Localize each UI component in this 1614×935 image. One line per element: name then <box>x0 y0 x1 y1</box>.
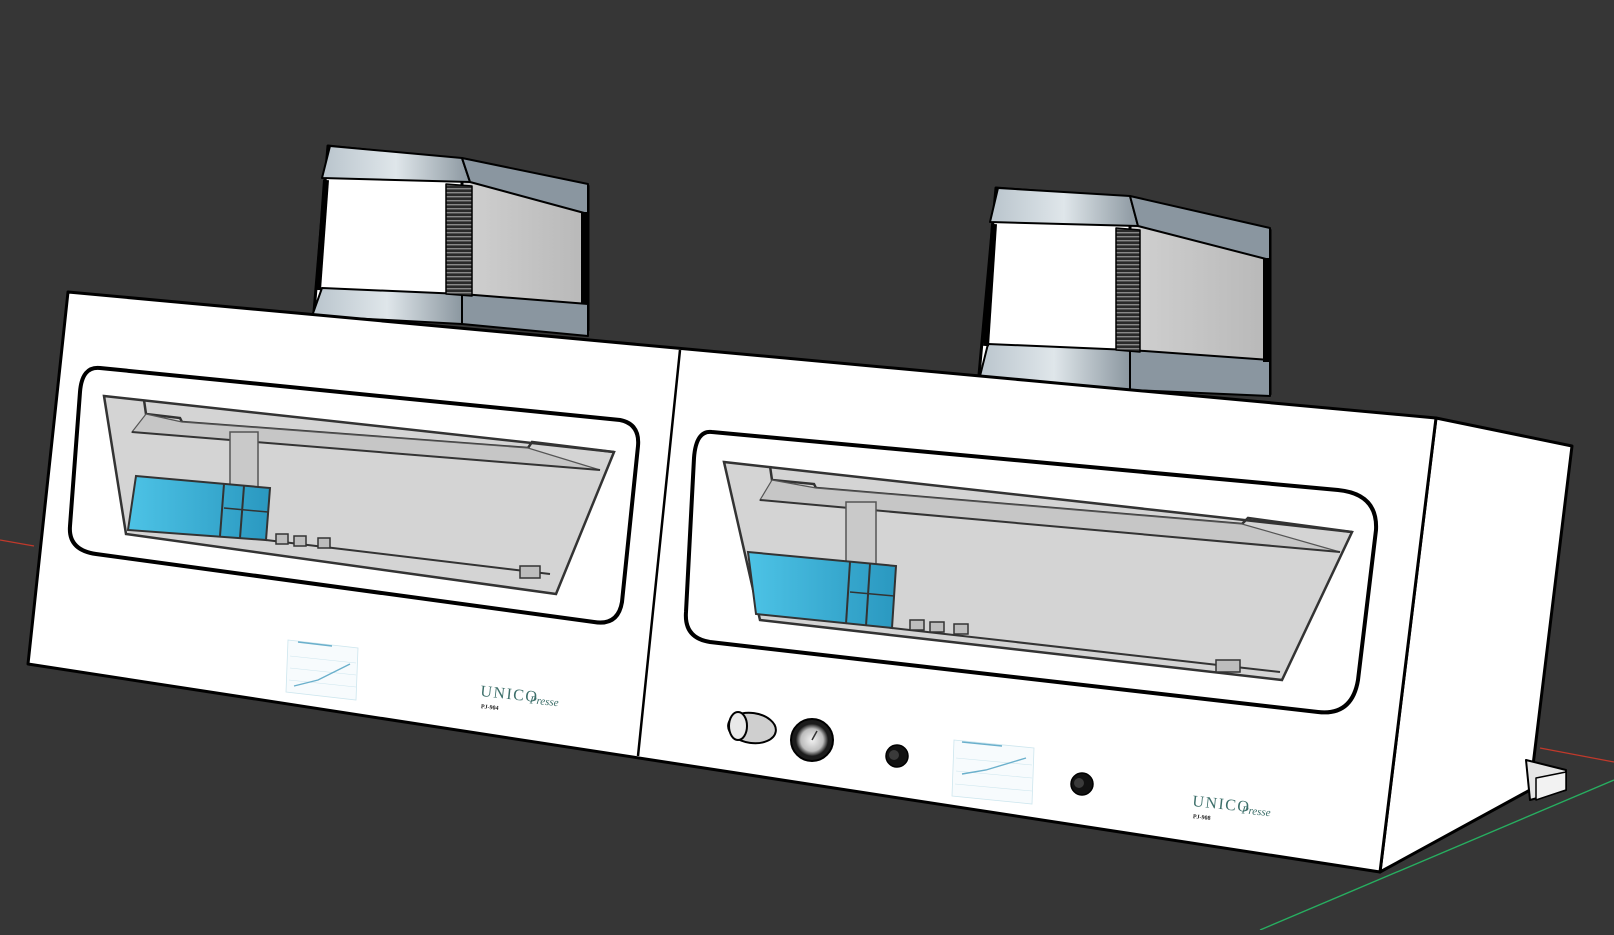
cartridge-left <box>126 474 272 542</box>
x-axis-line <box>1539 747 1614 763</box>
button-icon[interactable] <box>1070 772 1094 796</box>
y-axis-line <box>1259 779 1614 931</box>
axis-lines <box>0 539 1614 931</box>
unit-separator <box>636 349 682 757</box>
model-label: PJ-904 <box>481 704 499 712</box>
stepper-motor-left[interactable] <box>311 144 590 337</box>
chart-graphic-left <box>285 639 359 701</box>
brand-name: UNICO <box>480 683 540 706</box>
brand-script: Presse <box>528 694 559 709</box>
brand-script: Presse <box>1240 804 1271 819</box>
control-knob[interactable] <box>726 710 778 746</box>
pressure-gauge-icon <box>790 718 834 762</box>
button-icon[interactable] <box>885 744 909 768</box>
brand-name: UNICO <box>1192 793 1252 816</box>
chart-graphic-right <box>951 739 1035 805</box>
window-right[interactable] <box>683 429 1379 715</box>
brand-logo-right: UNICO Presse PJ-908 <box>1192 793 1272 822</box>
x-axis-line <box>0 539 35 547</box>
window-left[interactable] <box>67 365 641 625</box>
model-label: PJ-908 <box>1193 814 1211 822</box>
brand-logo-left: UNICO Presse PJ-904 <box>480 683 560 712</box>
stepper-motor-right[interactable] <box>976 186 1272 397</box>
